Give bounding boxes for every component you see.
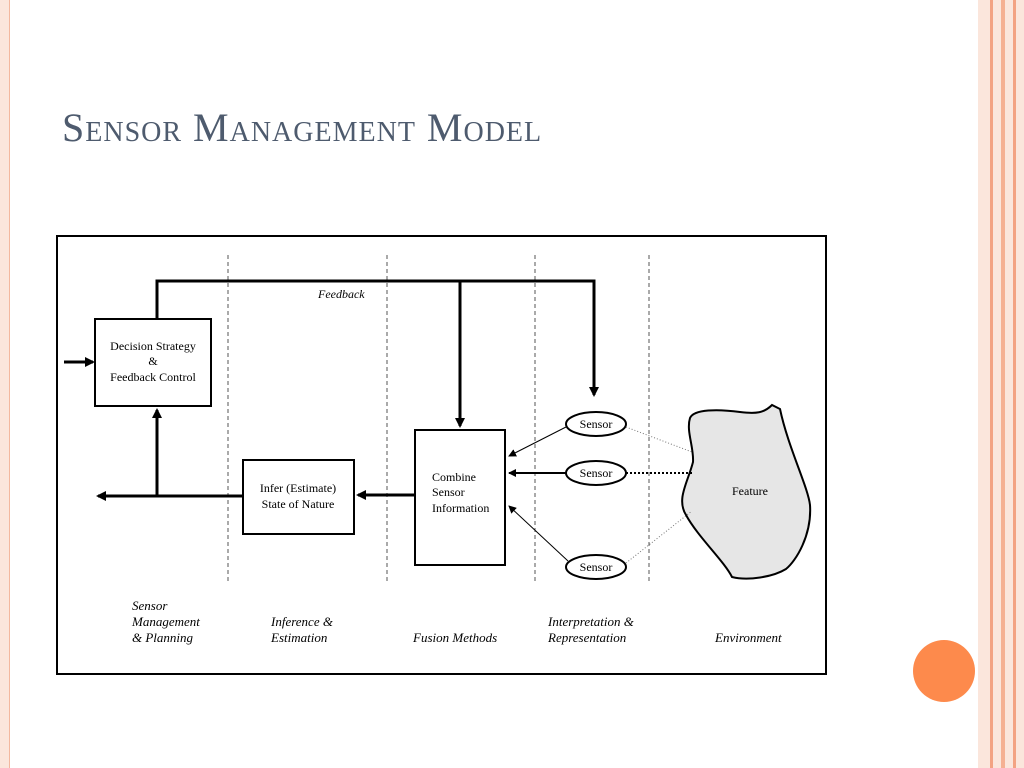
sensor-bottom-arrow [508, 505, 569, 562]
combine-sensor-block [414, 429, 506, 566]
col-inference-2: Estimation [270, 630, 327, 645]
feedback-loop [155, 279, 599, 428]
col-inference-1: Inference & [270, 614, 334, 629]
col-management-3: & Planning [132, 630, 194, 645]
col-management-2: Management [131, 614, 200, 629]
combine-line-2: Sensor [432, 485, 465, 499]
combine-line-3: Information [432, 501, 489, 515]
sensor-management-diagram: Feedback Decision Strategy & Feedback Co… [64, 255, 812, 645]
sensor-middle-label: Sensor [580, 466, 613, 480]
sensor-bottom-label: Sensor [580, 560, 613, 574]
column-labels: Sensor Management & Planning Inference &… [131, 598, 782, 645]
col-interpretation-2: Representation [547, 630, 626, 645]
infer-state-block [242, 459, 355, 535]
diagram-frame: Feedback Decision Strategy & Feedback Co… [56, 235, 827, 675]
col-interpretation-1: Interpretation & [547, 614, 635, 629]
infer-line-1: Infer (Estimate) [260, 481, 336, 495]
sensor-top-arrow [508, 426, 567, 457]
right-decorative-stripes [978, 0, 1024, 768]
feedback-label: Feedback [317, 287, 365, 301]
left-border-strip [0, 0, 10, 768]
col-management-1: Sensor [132, 598, 168, 613]
column-separators [227, 255, 650, 582]
slide-title: Sensor Management Model [62, 105, 543, 150]
sensor-bottom [565, 554, 627, 580]
decision-line-3: Feedback Control [110, 370, 196, 384]
combine-line-1: Combine [432, 470, 476, 484]
decision-line-1: Decision Strategy [110, 339, 196, 353]
decision-strategy-block [94, 318, 212, 407]
sensor-top-label: Sensor [580, 417, 613, 431]
decision-line-2: & [148, 354, 158, 368]
col-fusion-1: Fusion Methods [412, 630, 497, 645]
col-environment-1: Environment [714, 630, 782, 645]
feature-label: Feature [732, 484, 768, 498]
infer-line-2: State of Nature [262, 497, 335, 511]
sensor-feature-links [625, 426, 694, 564]
feature-shape [681, 403, 812, 580]
sensor-top [565, 411, 627, 437]
decorative-orange-circle [913, 640, 975, 702]
